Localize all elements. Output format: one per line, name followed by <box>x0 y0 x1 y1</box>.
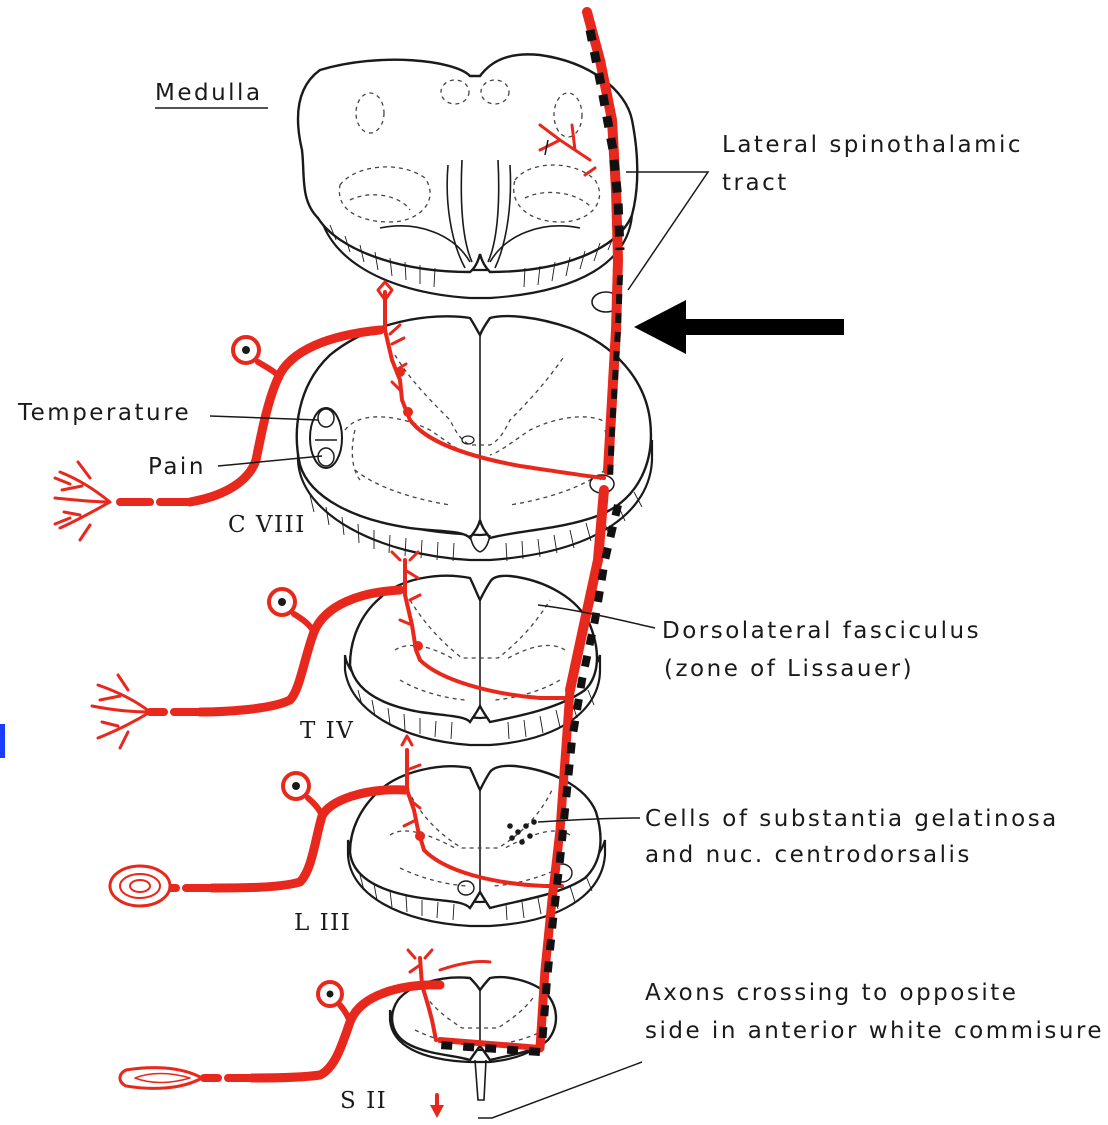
label-substantia-1: Cells of substantia gelatinosa <box>645 806 1059 832</box>
label-dorsolateral-2: (zone of Lissauer) <box>664 656 914 682</box>
label-medulla: Medulla <box>155 80 263 106</box>
left-arrow-icon <box>634 300 844 354</box>
label-axons-1: Axons crossing to opposite <box>645 980 1018 1006</box>
margin-mark <box>0 724 5 758</box>
label-lateral-spinothalamic-2: tract <box>722 170 789 196</box>
segment-label-c8: C VIII <box>228 512 306 538</box>
segment-label-t4: T IV <box>300 718 354 744</box>
label-axons-2: side in anterior white commisure <box>645 1018 1104 1044</box>
label-temperature: Temperature <box>17 400 191 426</box>
medulla-section <box>298 54 637 298</box>
label-dorsolateral-1: Dorsolateral fasciculus <box>662 618 981 644</box>
label-pain: Pain <box>148 454 206 480</box>
segment-label-l3: L III <box>294 910 351 936</box>
label-lateral-spinothalamic-1: Lateral spinothalamic <box>722 132 1023 158</box>
label-substantia-2: and nuc. centrodorsalis <box>645 842 972 868</box>
segment-label-s2: S II <box>340 1088 387 1114</box>
s2-section <box>390 977 556 1100</box>
t4-section <box>345 576 600 745</box>
